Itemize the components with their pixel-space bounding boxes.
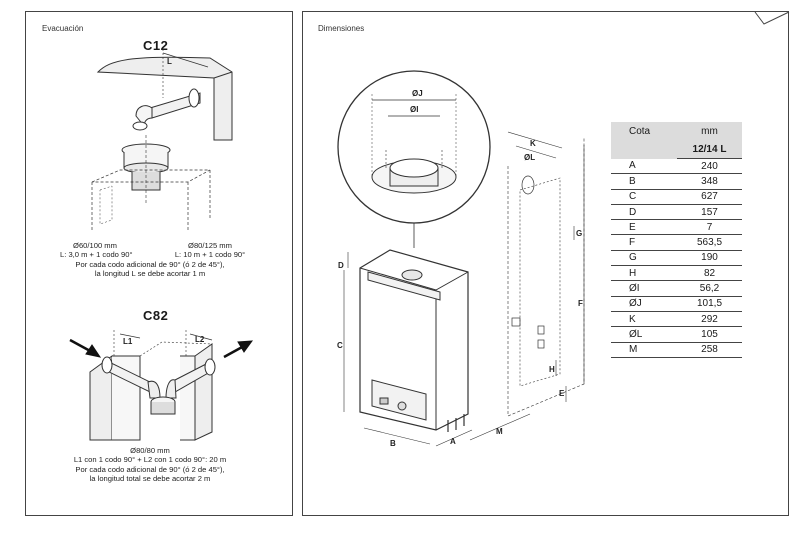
c82-dim-l2: L2 <box>195 335 205 344</box>
c82-title: C82 <box>143 308 169 323</box>
cota-cell: ØL <box>611 326 677 343</box>
mm-cell: 240 <box>677 158 742 175</box>
cota-cell: D <box>611 204 677 221</box>
cota-cell: F <box>611 234 677 251</box>
c82-caption: Ø80/80 mm L1 con 1 codo 90° + L2 con 1 c… <box>73 446 227 484</box>
flue-collar-inner <box>389 158 439 178</box>
dim-label-c: C <box>337 341 343 350</box>
mm-cell: 7 <box>677 219 742 236</box>
dim-label-m: M <box>496 427 503 436</box>
dim-label-f: F <box>578 299 583 308</box>
dim-label-g: G <box>576 229 582 238</box>
cota-cell: B <box>611 173 677 190</box>
c12-wall <box>96 56 233 141</box>
cota-cell: C <box>611 189 677 205</box>
boiler-flue-outlet <box>401 269 423 281</box>
c82-dim-l1: L1 <box>123 337 133 346</box>
dim-label-k: K <box>530 139 536 148</box>
cota-cell: E <box>611 219 677 236</box>
dim-label-a: A <box>450 437 456 446</box>
evacuation-section-title: Evacuación <box>42 24 84 33</box>
wall-flue-hole <box>521 175 535 195</box>
dim-label-d: D <box>338 261 344 270</box>
boiler-control-panel <box>371 379 427 421</box>
cota-cell: ØI <box>611 280 677 297</box>
dim-label-l: ØL <box>524 153 535 162</box>
c12-caption-col2: Ø80/125 mm L: 10 m + 1 codo 90° <box>174 241 246 260</box>
exhaust-arrow-icon <box>237 340 254 353</box>
c12-dim-l: L <box>167 57 172 66</box>
table-header-cota: Cota <box>611 122 677 140</box>
mm-cell: 292 <box>677 311 742 328</box>
dim-label-h: H <box>549 365 555 374</box>
c12-caption-note: Por cada codo adicional de 90° (ó 2 de 4… <box>75 260 225 279</box>
table-header-mm: mm <box>677 122 742 140</box>
dimensions-section-title: Dimensiones <box>318 24 365 33</box>
table-header-row: Cota mm <box>611 122 742 140</box>
cota-cell: K <box>611 311 677 328</box>
dim-label-b: B <box>390 439 396 448</box>
dim-label-i: ØI <box>410 105 418 114</box>
dim-label-e: E <box>559 389 565 398</box>
cota-cell: ØJ <box>611 296 677 312</box>
mm-cell: 258 <box>677 342 742 358</box>
cota-cell: A <box>611 158 677 175</box>
mm-cell: 105 <box>677 326 742 343</box>
cota-cell: G <box>611 250 677 267</box>
table-subheader-row: 12/14 L <box>611 140 742 159</box>
mm-cell: 101,5 <box>677 296 742 312</box>
mm-cell: 56,2 <box>677 280 742 297</box>
evacuation-panel <box>25 11 293 516</box>
mm-cell: 190 <box>677 250 742 267</box>
cota-cell: H <box>611 265 677 282</box>
mm-cell: 348 <box>677 173 742 190</box>
cota-cell: M <box>611 342 677 358</box>
mm-cell: 157 <box>677 204 742 221</box>
mm-cell: 82 <box>677 265 742 282</box>
mm-cell: 563,5 <box>677 234 742 251</box>
table-subheader-model: 12/14 L <box>677 140 742 159</box>
c12-caption-col1: Ø60/100 mm L: 3,0 m + 1 codo 90° <box>60 241 133 260</box>
c12-title: C12 <box>143 38 169 53</box>
mm-cell: 627 <box>677 189 742 205</box>
dim-label-j: ØJ <box>412 89 423 98</box>
intake-arrow-icon <box>85 344 102 358</box>
